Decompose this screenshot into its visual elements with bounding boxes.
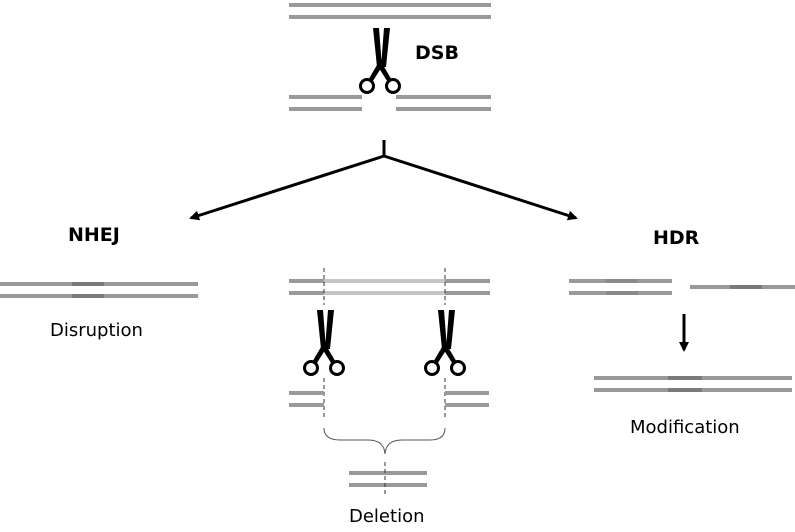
donor-template (690, 285, 795, 289)
deletion-label: Deletion (349, 506, 425, 527)
branch-arrow-icon (189, 140, 578, 221)
broken-dna (289, 95, 491, 111)
disruption-label: Disruption (50, 320, 143, 341)
scissors-icon (303, 308, 345, 376)
deletion-result-dna (349, 462, 427, 497)
intact-dna (289, 3, 491, 19)
cut-fragments (289, 391, 489, 407)
scissors-icon (424, 308, 466, 376)
nhej-label: NHEJ (68, 224, 120, 246)
modified-dna (594, 376, 792, 392)
hdr-label: HDR (653, 227, 700, 249)
dsb-label: DSB (415, 42, 459, 64)
deletion-target-dna (289, 279, 490, 295)
modification-label: Modification (630, 417, 740, 438)
hdr-broken-dna (569, 279, 672, 295)
scissors-icon (359, 26, 401, 94)
disruption-dna (0, 282, 198, 298)
cut-lines (323, 268, 446, 418)
brace-icon (323, 427, 446, 455)
